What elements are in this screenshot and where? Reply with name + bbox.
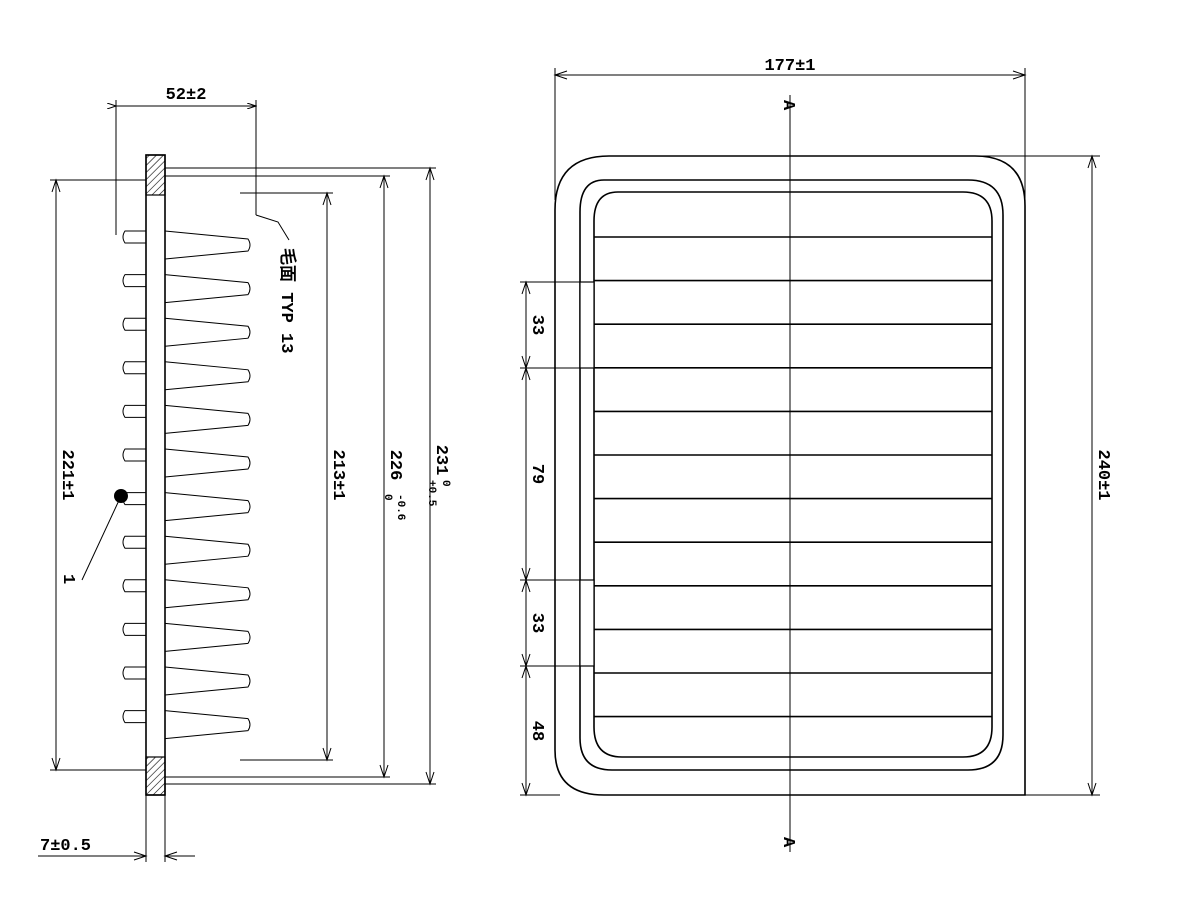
pleat-right-loop xyxy=(164,535,251,565)
pleat-left-loop xyxy=(122,579,146,593)
pleat-left-loop xyxy=(122,535,146,549)
dim-text-seg3: 33 xyxy=(527,613,546,633)
outer-frame xyxy=(554,155,1026,796)
pleat-right-loop xyxy=(164,317,251,347)
dim-arrows-240 xyxy=(1087,154,1097,797)
seal-pad-top xyxy=(145,154,166,196)
balloon-label: 1 xyxy=(58,574,77,584)
pleat-left-loop xyxy=(122,710,146,724)
pleat-zigzag xyxy=(122,230,251,740)
pleat-right-loop xyxy=(164,492,251,522)
dim-text-seg2: 79 xyxy=(527,464,546,484)
dim-arrows-231 xyxy=(425,166,435,786)
dim-tol-231-upper: +0.5 xyxy=(425,480,437,507)
section-mark-bottom: A xyxy=(778,837,797,848)
pleat-right-loop xyxy=(164,666,251,696)
notch-1 xyxy=(579,281,595,369)
pleat-left-loop xyxy=(122,404,146,418)
pleat-right-loop xyxy=(164,448,251,478)
pleat-right-loop xyxy=(164,230,251,260)
middle-frame xyxy=(579,179,1004,771)
notch-2 xyxy=(579,579,595,667)
note-surface: 毛面 TYP 13 xyxy=(276,248,298,353)
pleat-right-loop xyxy=(164,404,251,434)
pleat-left-loop xyxy=(122,448,146,462)
dim-text-177: 177±1 xyxy=(764,57,815,76)
seal-pad-bottom xyxy=(145,756,166,796)
dim-tol-231-lower: 0 xyxy=(439,480,451,487)
dim-arrows-221 xyxy=(51,178,61,772)
dim-text-213: 213±1 xyxy=(328,449,347,500)
pleat-left-loop xyxy=(122,317,146,331)
pleat-left-loop xyxy=(122,622,146,636)
top-view: A A 177±1 240±1 33 79 33 48 xyxy=(520,57,1112,852)
dim-text-231: 231 xyxy=(431,445,450,476)
dim-arrows-segments xyxy=(521,280,531,797)
note-leader xyxy=(255,214,290,241)
dim-text-226: 226 xyxy=(385,450,404,481)
dim-text-240: 240±1 xyxy=(1093,449,1112,500)
inner-frame xyxy=(593,191,993,758)
side-view: 52±2 221±1 213±1 226 0 -0.6 231 +0.5 0 毛… xyxy=(38,86,451,862)
pleat-left-loop xyxy=(122,230,146,244)
dim-tol-226-lower: -0.6 xyxy=(394,494,406,520)
pleat-right-loop xyxy=(164,579,251,609)
pleat-right-loop xyxy=(164,622,251,652)
pleat-left-loop xyxy=(122,666,146,680)
pleat-lines xyxy=(594,236,992,718)
section-mark-top: A xyxy=(778,100,797,111)
dim-text-seg1: 33 xyxy=(527,315,546,335)
balloon-leader xyxy=(81,495,122,581)
frame-plate xyxy=(145,154,166,796)
pleat-left-loop xyxy=(122,361,146,375)
dim-arrows-213 xyxy=(322,191,332,762)
dim-arrows-226 xyxy=(379,174,389,779)
dim-arrows-177 xyxy=(553,70,1027,80)
dim-tol-226-upper: 0 xyxy=(381,494,393,501)
pleat-right-loop xyxy=(164,361,251,391)
pleat-right-loop xyxy=(164,274,251,304)
dim-text-7: 7±0.5 xyxy=(40,837,91,856)
dim-text-seg4: 48 xyxy=(527,721,546,741)
pleat-left-loop xyxy=(122,274,146,288)
dim-arrow-7b xyxy=(163,851,178,861)
pleat-right-loop xyxy=(164,710,251,740)
dim-arrow-7a xyxy=(133,851,148,861)
dim-text-52: 52±2 xyxy=(166,86,207,105)
dim-text-221: 221±1 xyxy=(57,449,76,500)
